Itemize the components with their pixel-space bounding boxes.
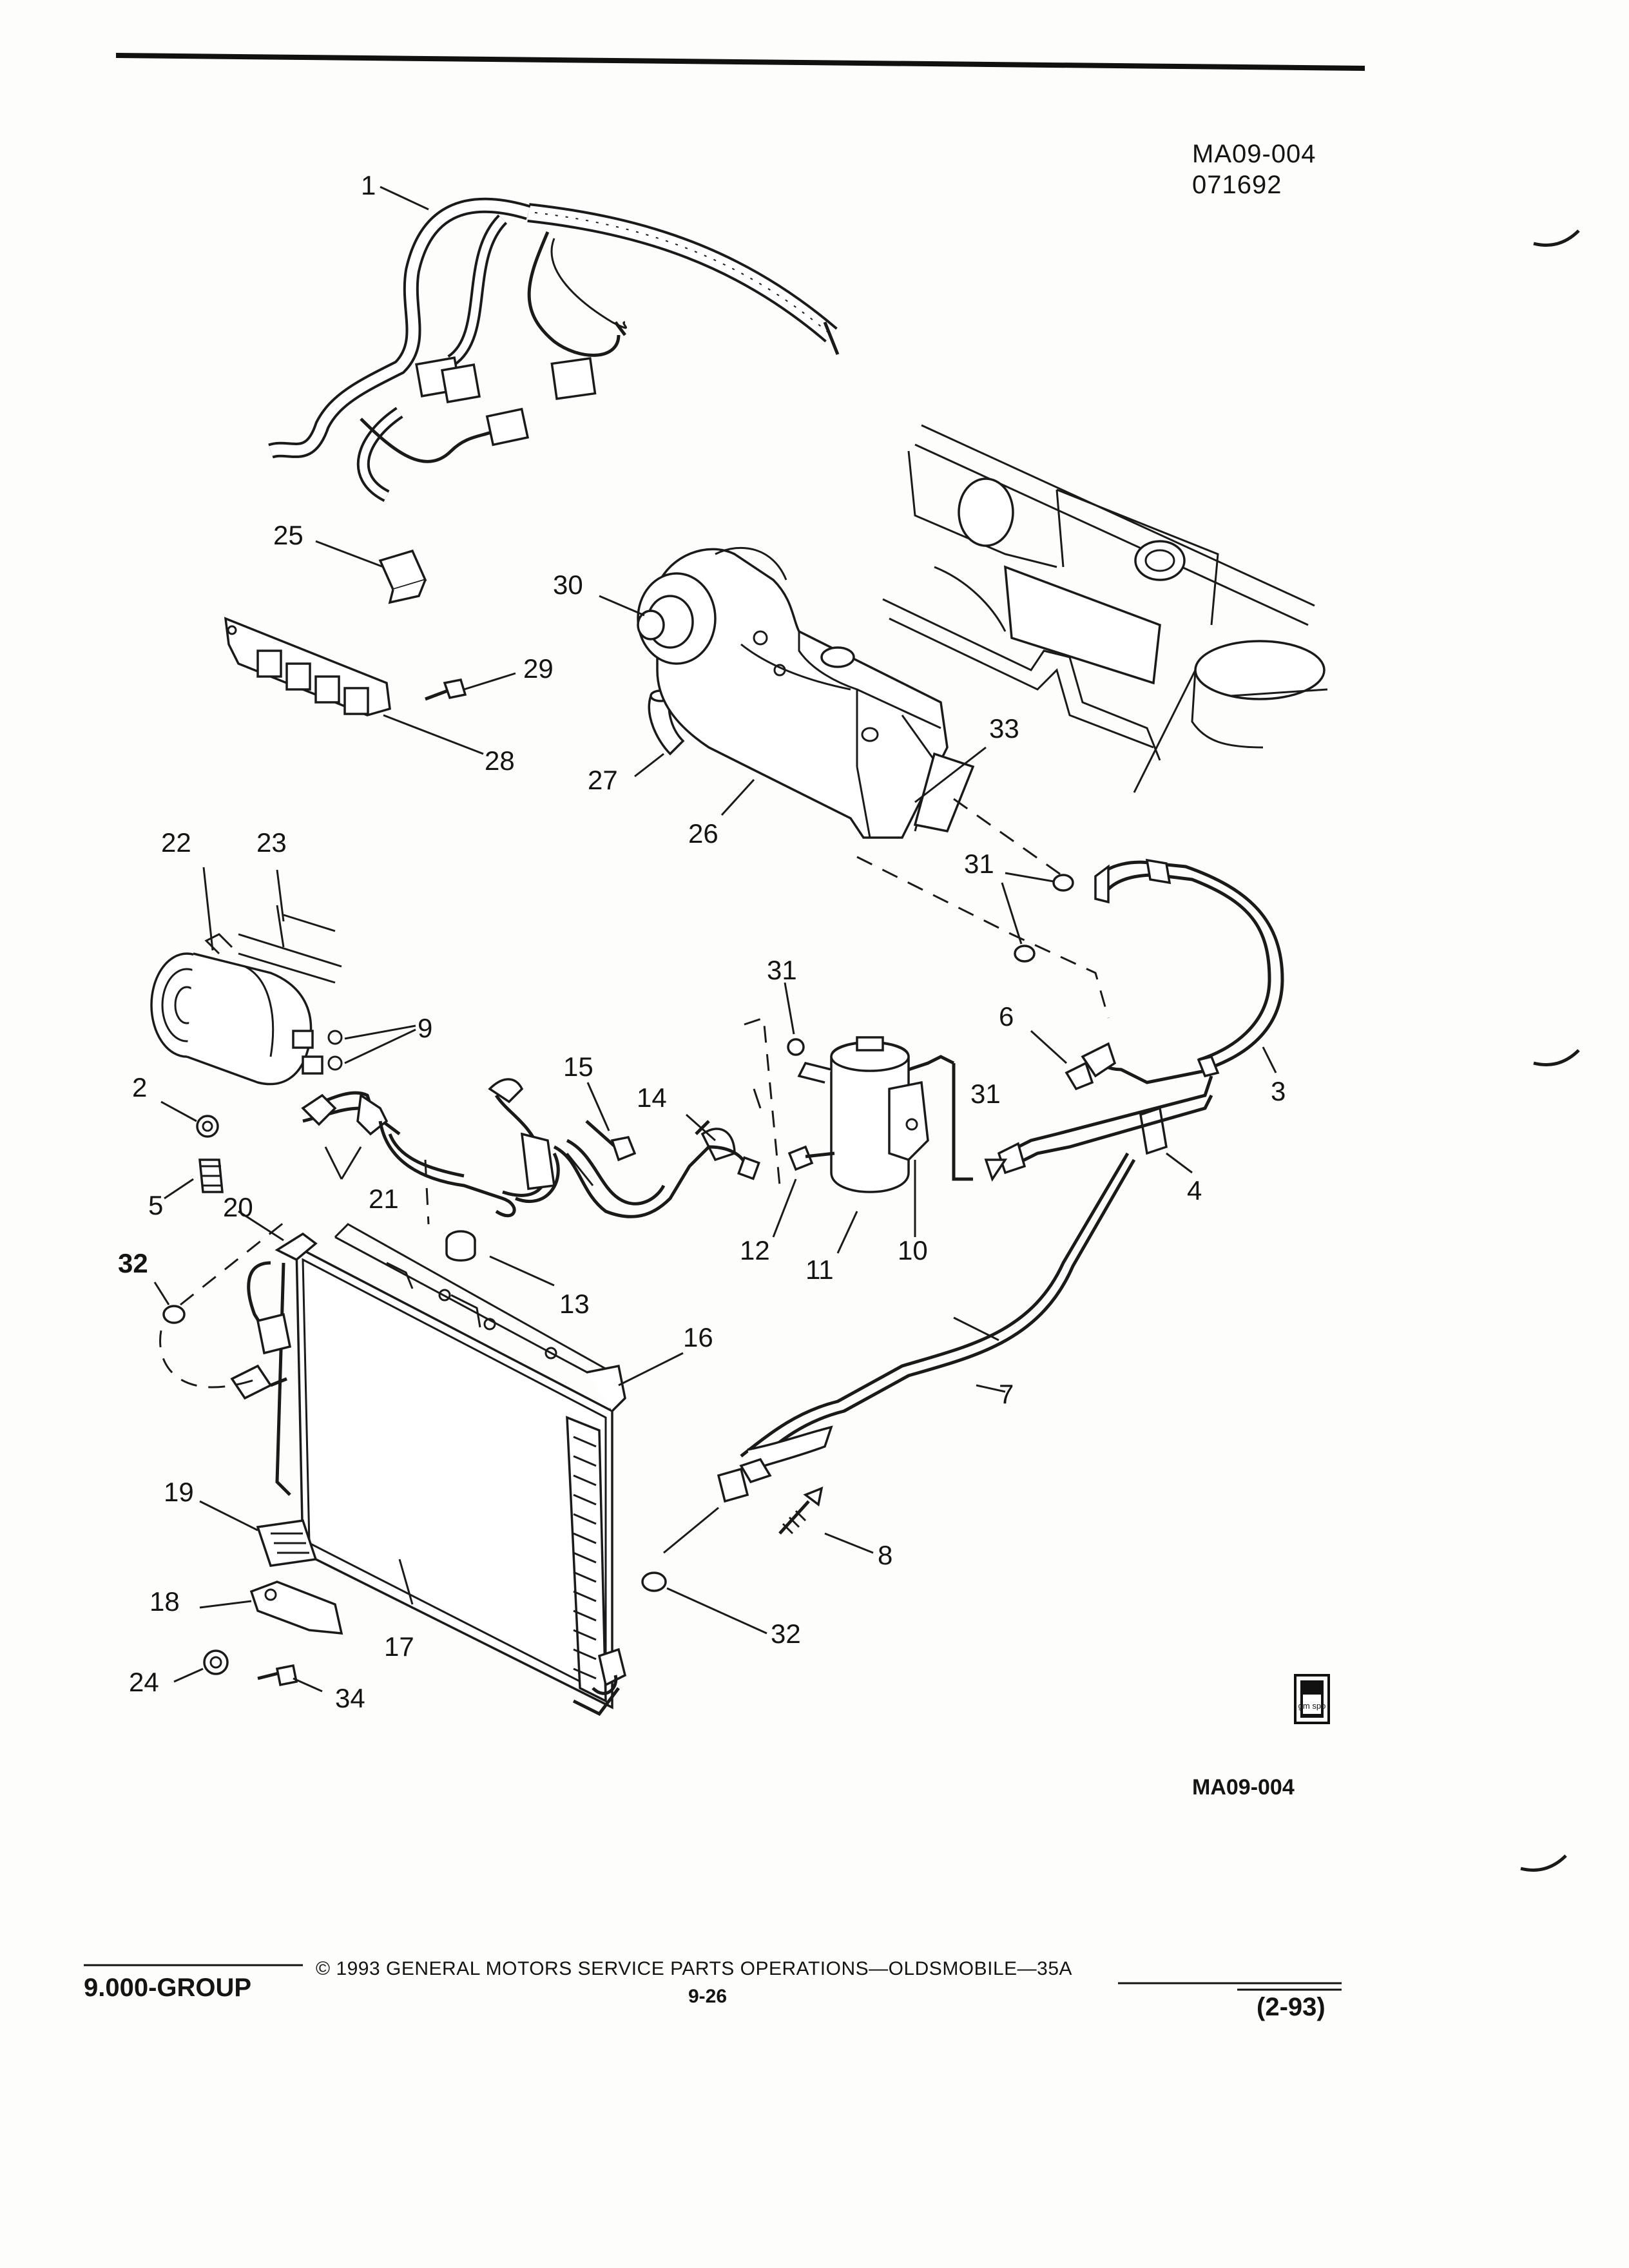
callout-number: 6 [999, 1001, 1014, 1032]
callout-number: 31 [767, 955, 797, 985]
footer-page-number: 9-26 [688, 1986, 727, 2007]
footer-revision: (2-93) [1257, 1993, 1325, 2021]
hose-assembly-21 [301, 1078, 760, 1218]
scan-mark [1533, 229, 1580, 247]
callout-number: 2 [132, 1072, 147, 1102]
callout-number: 1 [361, 170, 376, 200]
callout-number: 3 [1271, 1076, 1286, 1106]
oring-32-condenser [641, 1571, 767, 1635]
callout-number: 31 [964, 849, 994, 879]
callout-number: 14 [637, 1082, 667, 1113]
valve-core-8 [778, 1486, 874, 1554]
oring-31-accumulator [784, 982, 805, 1056]
callout-number: 9 [418, 1013, 432, 1043]
callout-number: 31 [970, 1079, 1001, 1109]
firewall-panel [882, 424, 1328, 793]
relay-25 [315, 540, 427, 604]
gm-spo-logo: gm spo [1294, 1674, 1330, 1724]
callout-number: 12 [740, 1235, 770, 1265]
dash-leader [424, 1159, 430, 1225]
leader-20 [238, 1210, 284, 1242]
drawing-code: MA09-004 [1192, 140, 1316, 168]
logo-text: gm spo [1298, 1701, 1326, 1711]
bottom-drawing-code: MA09-004 [1192, 1775, 1295, 1800]
callout-number: 5 [148, 1190, 163, 1220]
nut-12 [772, 1145, 835, 1238]
pressure-switch-13 [445, 1230, 555, 1287]
oring-31-hose [1001, 872, 1074, 963]
callout-number: 32 [118, 1248, 148, 1278]
callout-number: 20 [223, 1192, 253, 1222]
callout-number: 24 [129, 1667, 159, 1697]
bolt-15 [585, 1082, 637, 1162]
bracket-16 [586, 1352, 684, 1412]
callout-number: 18 [149, 1586, 180, 1617]
date-code: 071692 [1192, 171, 1282, 199]
evaporator-case-26 [656, 546, 949, 839]
callout-number: 30 [553, 570, 583, 600]
scan-mark [1520, 1854, 1567, 1872]
callout-number: 26 [688, 818, 718, 849]
leader-14 [686, 1113, 716, 1142]
callout-number: 29 [523, 653, 554, 684]
footer-copyright: © 1993 GENERAL MOTORS SERVICE PARTS OPER… [316, 1958, 1072, 1979]
callout-number: 19 [164, 1477, 194, 1507]
callout-number: 10 [898, 1235, 928, 1265]
callout-number: 32 [771, 1619, 801, 1649]
nut-2 [160, 1100, 219, 1138]
callout-number: 15 [563, 1052, 593, 1082]
compressor-22 [150, 867, 416, 1086]
callout-number: 27 [588, 765, 618, 795]
screw-34 [257, 1664, 323, 1693]
callout-number: 34 [335, 1683, 365, 1713]
nut-24 [173, 1649, 229, 1683]
callout-number: 21 [369, 1184, 399, 1214]
callout-number: 23 [256, 827, 287, 858]
bracket-18 [199, 1581, 343, 1635]
top-rule [115, 53, 1365, 71]
blower-motor-30 [599, 572, 717, 665]
hose-3 [1081, 858, 1284, 1084]
callout-number: 13 [559, 1289, 590, 1319]
oring-32-compressor [153, 1216, 291, 1389]
callout-number: 7 [999, 1379, 1014, 1409]
leader-1 [380, 186, 429, 211]
scan-mark [1533, 1049, 1580, 1066]
callout-number: 33 [989, 713, 1019, 744]
valve-6 [1030, 1030, 1094, 1091]
callout-number: 17 [384, 1631, 414, 1662]
wiring-harness [268, 197, 840, 502]
accumulator-11 [797, 1036, 973, 1254]
callout-number: 16 [683, 1322, 713, 1352]
valve-5 [164, 1158, 224, 1200]
connector-bracket-28 [224, 617, 484, 755]
insulator-19 [199, 1500, 318, 1567]
footer-group: 9.000-GROUP [84, 1974, 251, 2002]
dash-leader [744, 1016, 781, 1186]
dash-leader [856, 856, 1110, 1019]
liquid-line-7 [663, 1075, 1213, 1554]
dash-leader [953, 798, 1064, 878]
callout-number: 25 [273, 520, 304, 550]
callout-number: 4 [1187, 1175, 1202, 1206]
callout-number: 8 [878, 1540, 892, 1570]
bracket-10 [888, 1081, 929, 1237]
dash-leader [753, 1088, 762, 1109]
seal-33 [913, 746, 987, 833]
screw-29 [425, 672, 516, 701]
callout-number: 28 [485, 745, 515, 776]
callout-labels: 1 25 30 29 28 27 26 33 22 23 31 31 9 2 5… [118, 170, 1286, 1713]
callout-number: 11 [805, 1254, 834, 1285]
condenser-17 [230, 1223, 627, 1716]
callout-number: 22 [161, 827, 191, 858]
